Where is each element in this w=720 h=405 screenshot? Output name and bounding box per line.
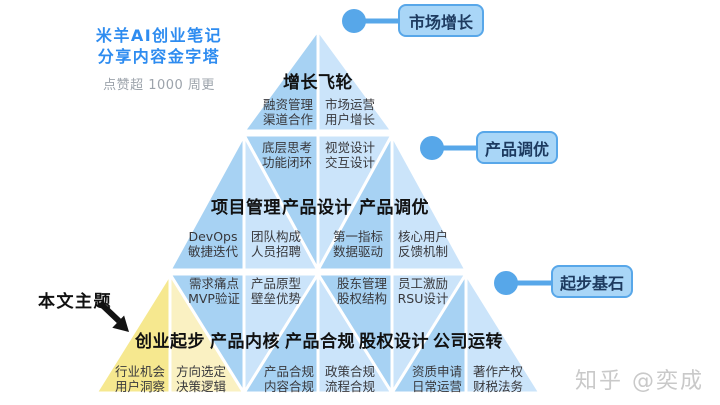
item-line: 第一指标 bbox=[332, 229, 384, 244]
items-core-right: 产品原型 壁垒优势 bbox=[251, 276, 301, 306]
item-line: 市场运营 bbox=[324, 97, 376, 112]
items-compliance-left: 产品合规 内容合规 bbox=[264, 364, 314, 394]
item-line: 数据驱动 bbox=[332, 244, 384, 259]
items-project-left: DevOps 敏捷迭代 bbox=[188, 229, 238, 259]
brand-title-line2: 分享内容金字塔 bbox=[97, 47, 221, 66]
pyramid-level-2 bbox=[168, 133, 468, 272]
items-operations-left: 资质申请 日常运营 bbox=[412, 364, 462, 394]
item-line: 股权结构 bbox=[336, 291, 388, 306]
topic-arrow-head bbox=[112, 315, 129, 332]
triangle-operations-right-half bbox=[464, 272, 542, 395]
item-line: 日常运营 bbox=[411, 379, 463, 394]
connector-dot-foundation bbox=[494, 271, 518, 295]
triangle-growth-right-half bbox=[316, 28, 394, 133]
watermark: 知乎 @奕成 bbox=[575, 369, 704, 394]
item-line: 内容合规 bbox=[263, 379, 315, 394]
item-line: 流程合规 bbox=[324, 379, 376, 394]
callout-connectors bbox=[342, 9, 553, 295]
item-line: 壁垒优势 bbox=[250, 291, 302, 306]
items-design-left: 底层思考 功能闭环 bbox=[262, 140, 312, 170]
header-product-design: 产品设计 bbox=[282, 198, 352, 218]
item-line: 反馈机制 bbox=[397, 244, 449, 259]
brand-subtitle: 点赞超 1000 周更 bbox=[103, 78, 215, 93]
item-line: 底层思考 bbox=[261, 140, 313, 155]
connector-dot-product-tuning bbox=[420, 136, 444, 160]
items-equity-right: 员工激励 RSU设计 bbox=[398, 276, 449, 306]
item-line: 行业机会 bbox=[114, 364, 166, 379]
header-growth-flywheel: 增长飞轮 bbox=[283, 73, 353, 93]
items-startup-right: 方向选定 决策逻辑 bbox=[176, 364, 226, 394]
items-startup-left: 行业机会 用户洞察 bbox=[115, 364, 165, 394]
item-line: 资质申请 bbox=[411, 364, 463, 379]
header-operations: 公司运转 bbox=[433, 332, 503, 352]
item-line: 功能闭环 bbox=[261, 155, 313, 170]
items-core-left: 需求痛点 MVP验证 bbox=[188, 276, 240, 306]
brand-title-line1: 米羊AI创业笔记 bbox=[95, 26, 223, 45]
topic-label: 本文主题 bbox=[38, 292, 112, 312]
item-line: 团队构成 bbox=[250, 229, 302, 244]
item-line: 员工激励 bbox=[397, 276, 448, 291]
brand-block: 米羊AI创业笔记 分享内容金字塔 点赞超 1000 周更 bbox=[96, 25, 222, 93]
item-line: 视觉设计 bbox=[324, 140, 376, 155]
callout-market-growth: 市场增长 bbox=[398, 4, 484, 37]
items-compliance-right: 政策合规 流程合规 bbox=[325, 364, 375, 394]
items-project-right: 团队构成 人员招聘 bbox=[251, 229, 301, 259]
item-line: DevOps bbox=[188, 229, 238, 244]
item-line: 人员招聘 bbox=[250, 244, 302, 259]
item-line: 交互设计 bbox=[324, 155, 376, 170]
item-line: 渠道合作 bbox=[262, 112, 314, 127]
items-tuning-right: 核心用户 反馈机制 bbox=[398, 229, 448, 259]
header-project-mgmt: 项目管理 bbox=[211, 198, 281, 218]
item-line: 著作产权 bbox=[472, 364, 524, 379]
item-line: 政策合规 bbox=[324, 364, 376, 379]
connector-dot-market-growth bbox=[342, 9, 366, 33]
item-line: 用户增长 bbox=[324, 112, 376, 127]
item-line: 融资管理 bbox=[262, 97, 314, 112]
topic-arrow-shaft bbox=[97, 300, 122, 324]
items-design-right: 视觉设计 交互设计 bbox=[325, 140, 375, 170]
item-line: 用户洞察 bbox=[114, 379, 166, 394]
callout-foundation: 起步基石 bbox=[551, 265, 633, 298]
item-line: 决策逻辑 bbox=[175, 379, 227, 394]
header-compliance: 产品合规 bbox=[285, 332, 355, 352]
items-equity-left: 股东管理 股权结构 bbox=[337, 276, 387, 306]
header-product-core: 产品内核 bbox=[210, 332, 280, 352]
item-line: 需求痛点 bbox=[188, 276, 239, 291]
item-line: 敏捷迭代 bbox=[187, 244, 239, 259]
item-line: 方向选定 bbox=[175, 364, 227, 379]
item-line: 产品原型 bbox=[250, 276, 302, 291]
topic-arrow bbox=[97, 300, 129, 332]
triangle-tuning-right-half bbox=[390, 133, 468, 272]
item-line: 财税法务 bbox=[472, 379, 524, 394]
item-line: 股东管理 bbox=[336, 276, 388, 291]
header-equity: 股权设计 bbox=[359, 332, 429, 352]
header-product-tuning: 产品调优 bbox=[359, 198, 429, 218]
item-line: 核心用户 bbox=[397, 229, 449, 244]
items-growth-right: 市场运营 用户增长 bbox=[325, 97, 375, 127]
item-line: MVP验证 bbox=[188, 291, 240, 306]
item-line: RSU设计 bbox=[397, 291, 449, 306]
pyramid-level-1 bbox=[242, 28, 394, 133]
item-line: 产品合规 bbox=[263, 364, 315, 379]
items-operations-right: 著作产权 财税法务 bbox=[473, 364, 523, 394]
pyramid-level-3 bbox=[94, 272, 542, 395]
header-startup: 创业起步 bbox=[135, 332, 205, 352]
callout-product-tuning: 产品调优 bbox=[476, 131, 558, 164]
items-growth-left: 融资管理 渠道合作 bbox=[263, 97, 313, 127]
items-tuning-left: 第一指标 数据驱动 bbox=[333, 229, 383, 259]
